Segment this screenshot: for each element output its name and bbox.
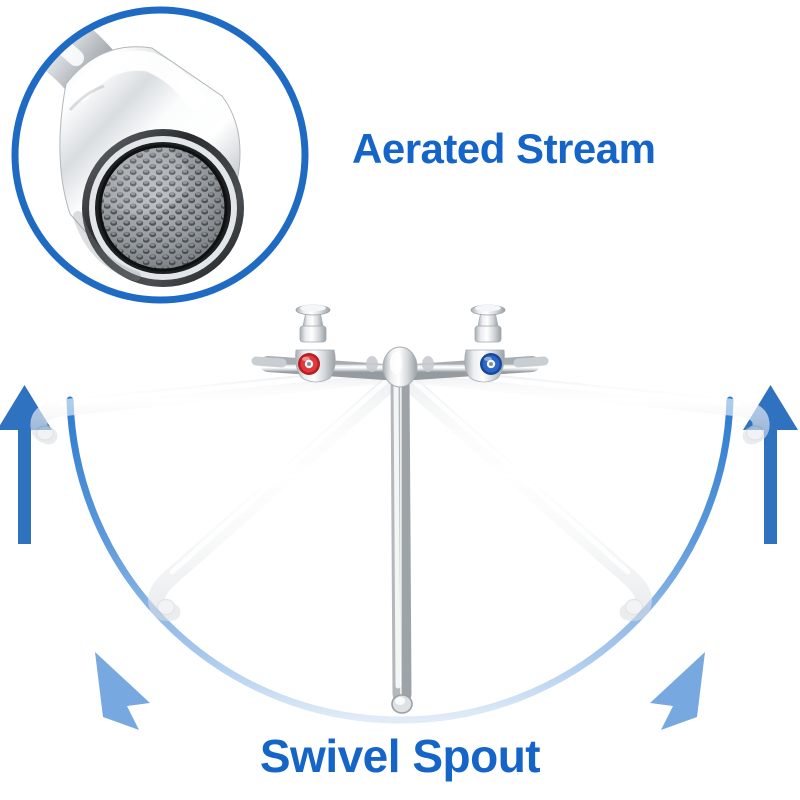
cold-valve[interactable] bbox=[464, 304, 506, 383]
arrow-arc-bottom-right-head bbox=[650, 652, 705, 730]
faucet-body bbox=[251, 304, 549, 388]
ghost-tip-far-left bbox=[35, 425, 55, 441]
aerator-mesh bbox=[100, 146, 226, 270]
cold-valve-nut bbox=[474, 325, 502, 343]
ghost-spout-right bbox=[395, 369, 652, 622]
swivel-spout-label: Swivel Spout bbox=[259, 730, 541, 782]
arrow-up-right-shaft bbox=[764, 424, 777, 544]
swivel-sweep-arc bbox=[66, 396, 734, 724]
inset-blue-ring bbox=[11, 6, 309, 304]
aerated-stream-label: Aerated Stream bbox=[352, 125, 656, 172]
hot-valve[interactable] bbox=[295, 304, 336, 383]
ghost-tip-left bbox=[156, 598, 176, 616]
ghost-tip-right bbox=[624, 598, 644, 616]
ghost-tip-far-right bbox=[745, 425, 765, 441]
right-stub bbox=[513, 356, 549, 368]
arrow-arc-bottom-left bbox=[95, 652, 150, 730]
main-spout bbox=[390, 362, 413, 714]
arrow-arc-bottom-right bbox=[650, 652, 705, 730]
swivel-pivot-hub bbox=[366, 346, 434, 388]
pivot-right-collar bbox=[422, 356, 434, 372]
arc-left-half bbox=[66, 396, 404, 724]
pivot-left-collar bbox=[366, 356, 378, 372]
hot-valve-nut bbox=[299, 325, 327, 343]
arc-right-half bbox=[396, 396, 734, 724]
arrow-arc-bottom-left-head bbox=[95, 652, 150, 730]
left-stub bbox=[251, 356, 287, 368]
ghost-spout-positions bbox=[30, 365, 770, 622]
arrow-up-left-shaft bbox=[18, 424, 31, 544]
main-spout-tube bbox=[390, 362, 412, 704]
ghost-spout-left bbox=[148, 369, 405, 622]
aerator-closeup-inset bbox=[11, 6, 309, 304]
